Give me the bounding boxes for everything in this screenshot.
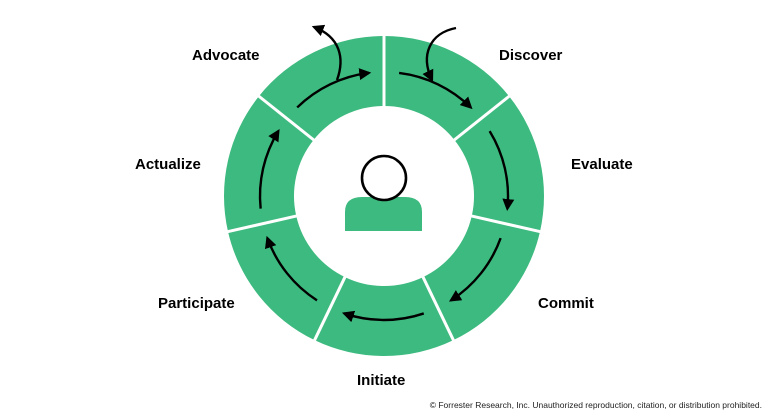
stage-label-initiate: Initiate [357,372,406,389]
arrow-advocate [296,68,372,109]
ring-divider [257,94,316,142]
arrow-discover [398,71,473,110]
ring-segment-participate [228,216,345,341]
arrow-actualize [258,129,280,209]
ring-divider [226,214,298,234]
arrow-evaluate [488,130,515,212]
person-head [360,154,408,202]
ring-segment-initiate [314,277,454,356]
ring-divider [452,94,511,142]
stage-label-actualize: Actualize [135,156,201,173]
person-icon [345,154,422,231]
stage-label-participate: Participate [158,295,235,312]
ring-dividers [226,35,542,342]
copyright-notice: © Forrester Research, Inc. Unauthorized … [429,400,762,410]
stage-label-discover: Discover [499,47,563,64]
ring-segment-commit [423,216,540,341]
arrow-participate [264,235,318,302]
stage-label-commit: Commit [538,295,594,312]
ring-divider [421,275,456,342]
ring-segment-evaluate [454,96,544,232]
stage-label-evaluate: Evaluate [571,156,633,173]
stage-label-advocate: Advocate [192,47,260,64]
person-body [345,197,422,231]
lifecycle-arrows [258,68,515,323]
ring-divider [470,214,542,234]
arrow-initiate [341,310,425,323]
ring-segment-actualize [224,96,314,232]
ring-divider [312,275,347,342]
arrow-commit [448,237,502,302]
lifecycle-ring [224,36,544,356]
exit-arrow [311,24,342,81]
entry-arrow [422,26,457,83]
